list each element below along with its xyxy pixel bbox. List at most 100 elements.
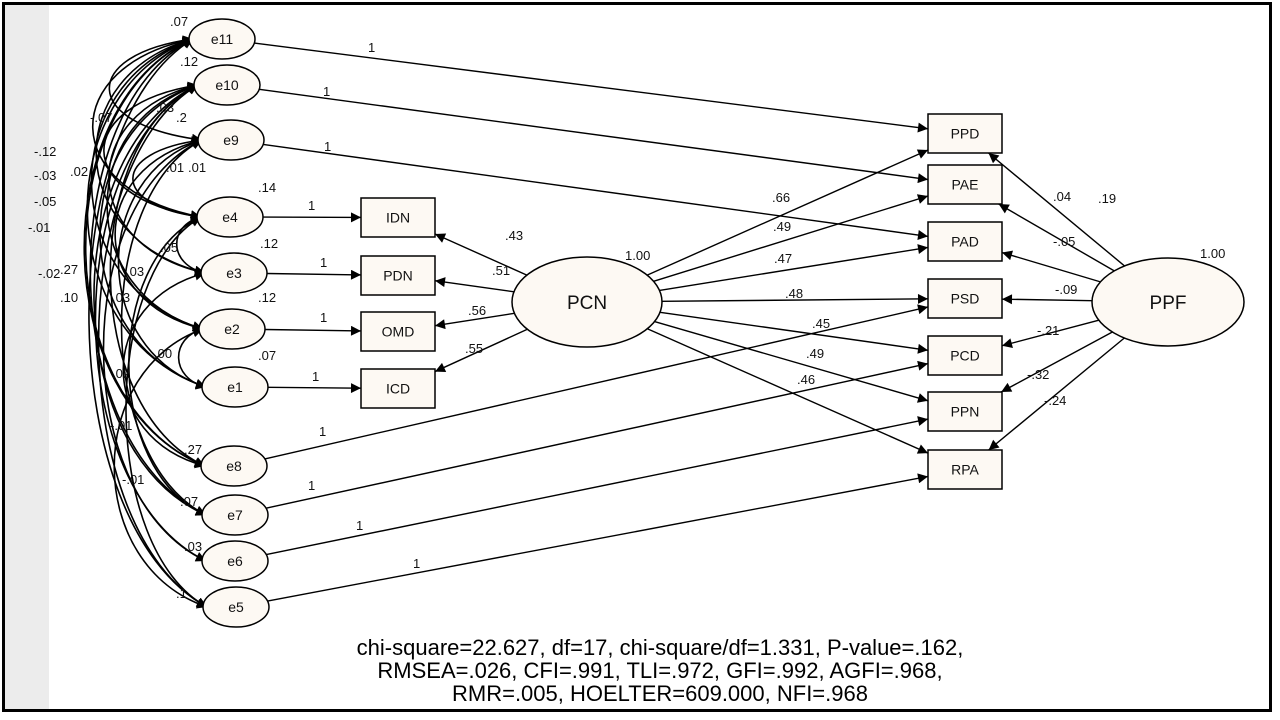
loading-pcn-pae: .49 bbox=[773, 219, 791, 234]
latent-pcn-variance: 1.00 bbox=[625, 248, 650, 263]
error-e1-label: e1 bbox=[227, 379, 243, 395]
covariance-e10-e3-value: .03 bbox=[156, 100, 174, 115]
error-e2-label: e2 bbox=[224, 321, 240, 337]
error-e7-label: e7 bbox=[227, 507, 243, 523]
path-ppf-pae bbox=[998, 203, 1115, 272]
path-ppf-ppd bbox=[988, 152, 1125, 267]
covariance-e9-e1-value: .01 bbox=[166, 160, 184, 175]
observed-pae-label: PAE bbox=[952, 177, 979, 193]
path-pcn-pae bbox=[653, 194, 929, 282]
error-e1-circle bbox=[201, 366, 269, 408]
covariance-e10-e7-value: .10 bbox=[60, 290, 78, 305]
weight-e7-pcd: 1 bbox=[308, 478, 315, 493]
covariance-e5-e10 bbox=[97, 84, 208, 608]
loading-ppf-ppn: -.32 bbox=[1027, 367, 1049, 382]
error-e5-circle bbox=[202, 586, 270, 628]
path-e9-pad bbox=[263, 143, 929, 240]
latent-ppf-label: PPF bbox=[1150, 293, 1187, 314]
error-e9-variance: .2 bbox=[176, 110, 187, 125]
covariance-e11-e2-value: -.05 bbox=[34, 194, 56, 209]
fit-line-1: chi-square=22.627, df=17, chi-square/df=… bbox=[356, 635, 964, 660]
loading-ppf-pad: -.05 bbox=[1053, 234, 1075, 249]
covariance-e8-e11 bbox=[84, 38, 206, 467]
observed-pcd-box bbox=[927, 335, 1003, 376]
covariance-e8-e3 bbox=[122, 270, 206, 469]
observed-omd-label: OMD bbox=[382, 324, 415, 340]
covariance-layer bbox=[83, 35, 208, 609]
covariance-e9-e2-value: .03 bbox=[112, 290, 130, 305]
error-e4-variance: .14 bbox=[258, 180, 276, 195]
loading-pcn-omd: .56 bbox=[468, 303, 486, 318]
covariance-e11-e9 bbox=[108, 35, 203, 144]
error-e9-label: e9 bbox=[223, 132, 239, 148]
error-e5-variance: .1 bbox=[176, 586, 187, 601]
observed-icd-box bbox=[360, 368, 436, 409]
weight-e11-ppd: 1 bbox=[368, 40, 375, 55]
path-e10-pae bbox=[259, 88, 929, 184]
covariance-e9-e1 bbox=[117, 138, 207, 389]
latent-pcn-ellipse bbox=[511, 256, 663, 348]
latent-ppf-ellipse bbox=[1091, 257, 1245, 347]
covariance-e7-e4 bbox=[128, 216, 207, 516]
path-e6-ppn bbox=[266, 416, 929, 556]
loading-pcn-pad: .47 bbox=[774, 251, 792, 266]
error-e6-circle bbox=[201, 540, 269, 582]
left-gutter bbox=[5, 5, 49, 709]
covariance-e11-e9-value: -.07 bbox=[90, 110, 112, 125]
path-e8-psd bbox=[264, 304, 929, 460]
observed-pdn-box bbox=[360, 255, 436, 296]
covariance-e10-e1-value: .27 bbox=[60, 262, 78, 277]
weight-e2-omd: 1 bbox=[320, 310, 327, 325]
covariance-e8-e10-value: .02 bbox=[112, 366, 130, 381]
error-e4-label: e4 bbox=[222, 209, 238, 225]
loading-pcn-ppd: .66 bbox=[772, 190, 790, 205]
weight-e9-pad: 1 bbox=[324, 139, 331, 154]
covariance-e7-e11 bbox=[89, 38, 207, 516]
loading-pcn-ppn: .49 bbox=[806, 346, 824, 361]
observed-psd-box bbox=[927, 278, 1003, 319]
path-e1-icd bbox=[267, 383, 362, 394]
fit-line-2: RMSEA=.026, CFI=.991, TLI=.972, GFI=.992… bbox=[377, 658, 943, 683]
path-ppf-pad bbox=[1001, 250, 1101, 283]
error-e10-variance: .12 bbox=[180, 54, 198, 69]
error-e10-label: e10 bbox=[215, 77, 239, 93]
error-e6-variance: .03 bbox=[184, 539, 202, 554]
path-e2-omd bbox=[264, 325, 362, 336]
error-e11-label: e11 bbox=[211, 31, 234, 47]
error-e3-variance: .12 bbox=[260, 236, 278, 251]
loading-pcn-icd: .55 bbox=[465, 341, 483, 356]
error-e6-label: e6 bbox=[227, 553, 243, 569]
error-e2-circle bbox=[198, 308, 266, 350]
path-layer bbox=[254, 42, 1125, 602]
covariance-e9-e4 bbox=[132, 136, 203, 221]
covariance-e7-e9 bbox=[120, 139, 207, 516]
path-pcn-pcd bbox=[659, 311, 929, 354]
weight-e10-pae: 1 bbox=[323, 84, 330, 99]
path-e3-pdn bbox=[266, 269, 362, 280]
covariance-e10-e2 bbox=[106, 83, 204, 332]
covariance-e5-e4-value: -.01 bbox=[122, 472, 144, 487]
observed-psd-label: PSD bbox=[951, 291, 980, 307]
weight-e3-pdn: 1 bbox=[320, 255, 327, 270]
covariance-e10-e7 bbox=[93, 84, 207, 516]
fit-statistics: chi-square=22.627, df=17, chi-square/df=… bbox=[60, 636, 1260, 705]
path-pcn-pdn bbox=[434, 277, 515, 293]
path-pcn-rpa bbox=[647, 328, 929, 454]
path-pcn-icd bbox=[434, 328, 528, 373]
observed-pcd-label: PCD bbox=[950, 348, 980, 364]
path-e5-rpa bbox=[267, 473, 929, 602]
covariance-e11-e4-value: -.12 bbox=[34, 144, 56, 159]
loading-ppf-ppd: .19 bbox=[1098, 191, 1116, 206]
path-ppf-psd bbox=[1001, 294, 1093, 305]
covariance-e4-e3-value: .05 bbox=[160, 240, 178, 255]
observed-ppn-label: PPN bbox=[951, 404, 980, 420]
weight-e8-psd: 1 bbox=[319, 424, 326, 439]
observed-rpa-box bbox=[927, 449, 1003, 490]
loading-ppf-pcd: -.21 bbox=[1037, 323, 1059, 338]
latent-pcn-label: PCN bbox=[567, 293, 607, 314]
observed-ppd-box bbox=[927, 113, 1003, 154]
loading-pcn-pdn: .51 bbox=[492, 263, 510, 278]
